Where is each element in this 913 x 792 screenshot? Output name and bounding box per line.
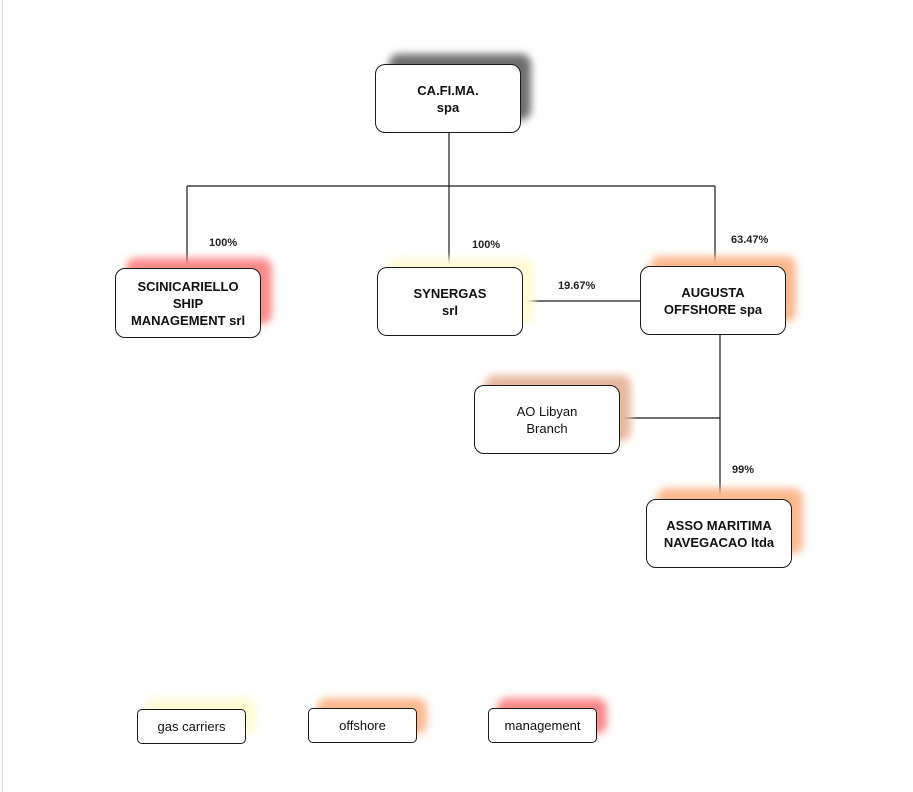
legend-offshore: offshore: [308, 708, 417, 743]
pct-synergas: 100%: [472, 239, 501, 251]
scinicariello-line1: SCINICARIELLO: [137, 278, 239, 294]
synergas-box: SYNERGAS srl: [377, 267, 523, 336]
augusta-box: AUGUSTA OFFSHORE spa: [640, 266, 786, 335]
pct-asso: 99%: [732, 464, 755, 476]
legend-management-label: management: [504, 718, 581, 733]
page-edge: [2, 0, 3, 792]
legend-gas-carriers-label: gas carriers: [157, 719, 226, 734]
asso-line2: NAVEGACAO ltda: [663, 534, 775, 550]
legend-gas-carriers: gas carriers: [137, 709, 246, 744]
synergas-line1: SYNERGAS: [413, 285, 487, 301]
scinicariello-line3: MANAGEMENT srl: [130, 312, 246, 328]
legend-offshore-label: offshore: [339, 718, 386, 733]
asso-box: ASSO MARITIMA NAVEGACAO ltda: [646, 499, 792, 568]
synergas-line2: srl: [442, 302, 458, 318]
parent-name: CA.FI.MA.: [417, 82, 479, 98]
asso-line1: ASSO MARITIMA: [666, 517, 772, 533]
augusta-line2: OFFSHORE spa: [663, 301, 763, 317]
libyan-line2: Branch: [526, 420, 568, 436]
parent-type: spa: [436, 99, 460, 115]
pct-synergas-augusta: 19.67%: [558, 280, 596, 292]
pct-augusta: 63.47%: [731, 234, 769, 246]
libyan-branch-box: AO Libyan Branch: [474, 385, 620, 454]
scinicariello-box: SCINICARIELLO SHIP MANAGEMENT srl: [115, 268, 261, 338]
parent-company-box: CA.FI.MA. spa: [375, 64, 521, 133]
pct-scinicariello: 100%: [209, 237, 238, 249]
libyan-line1: AO Libyan: [516, 403, 578, 419]
augusta-line1: AUGUSTA: [681, 284, 745, 300]
legend-management: management: [488, 708, 597, 743]
scinicariello-line2: SHIP: [172, 295, 204, 311]
